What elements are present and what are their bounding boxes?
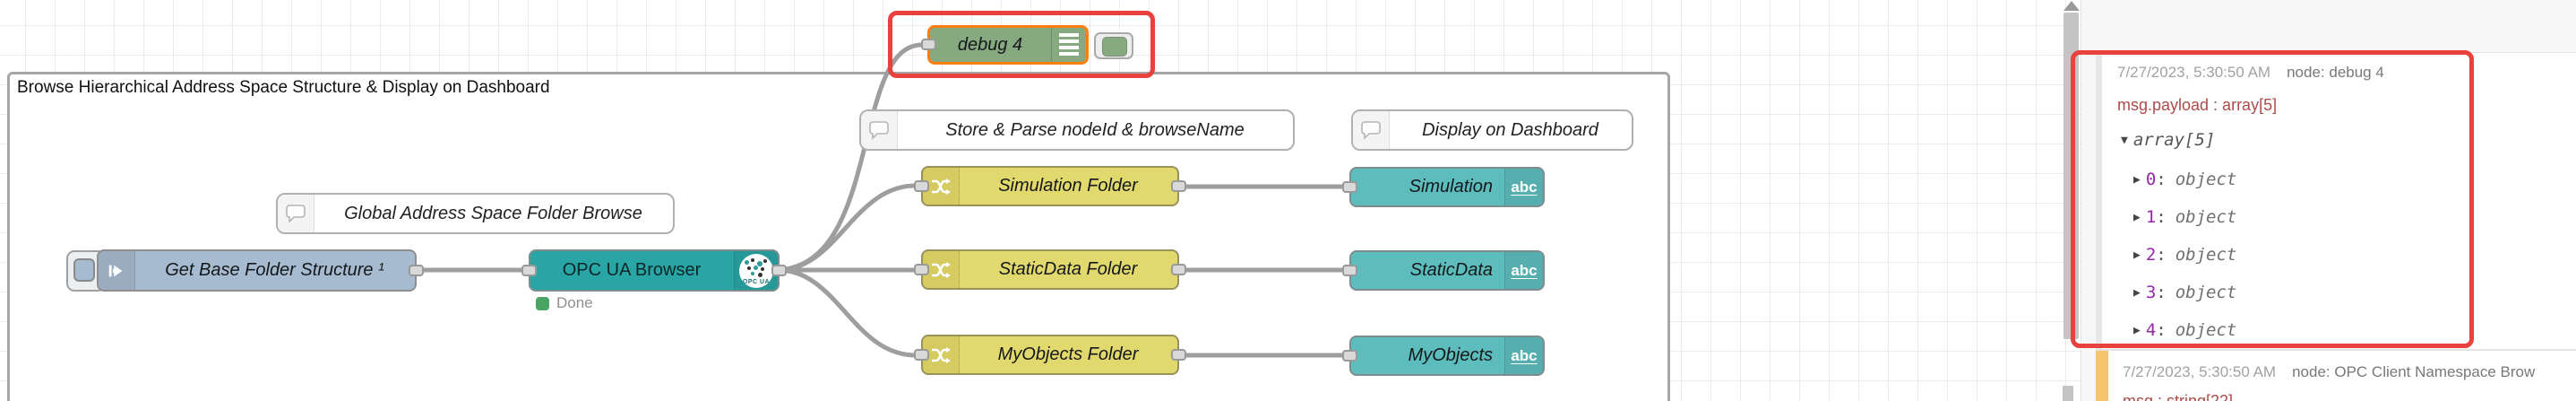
vertical-scrollbar-thumb[interactable] xyxy=(2063,13,2079,339)
tree-item-key: 4 xyxy=(2145,320,2157,340)
comment-global-address-space[interactable]: Global Address Space Folder Browse xyxy=(276,193,675,234)
tree-item-key: 0 xyxy=(2145,170,2157,189)
output-port[interactable] xyxy=(1171,348,1186,361)
scrollbar-up-arrow-icon[interactable] xyxy=(2063,1,2080,11)
expand-triangle-icon[interactable]: ▶ xyxy=(2133,173,2141,187)
comment-label: Global Address Space Folder Browse xyxy=(344,203,642,223)
status-label: Done xyxy=(556,294,593,311)
node-uitext-simulation[interactable]: Simulation abc xyxy=(1342,167,1545,207)
collapse-triangle-icon[interactable]: ▼ xyxy=(2121,134,2128,147)
node-label: debug 4 xyxy=(957,34,1023,55)
tree-item-value: object xyxy=(2175,245,2237,265)
wire-opcua-switch1 xyxy=(775,183,918,273)
tree-root-label: array[5] xyxy=(2132,130,2216,150)
tree-item-value: object xyxy=(2175,170,2237,189)
node-switch-myobjects-folder[interactable]: MyObjects Folder xyxy=(914,335,1186,375)
message-timestamp: 7/27/2023, 5:30:50 AM xyxy=(2117,64,2271,81)
expand-triangle-icon[interactable]: ▶ xyxy=(2133,324,2141,337)
input-port[interactable] xyxy=(914,263,929,275)
node-label: Simulation xyxy=(1409,177,1493,196)
tree-item-value: object xyxy=(2175,207,2237,227)
input-port[interactable] xyxy=(1342,180,1357,193)
node-inject-get-base-folder[interactable]: Get Base Folder Structure ¹ xyxy=(97,249,424,292)
output-port[interactable] xyxy=(1171,263,1186,275)
message-node-name: node: debug 4 xyxy=(2287,64,2384,81)
debug-sidebar: 7/27/2023, 5:30:50 AM node: debug 4 msg.p… xyxy=(2081,0,2576,401)
message-node-name: node: OPC Client Namespace Brow xyxy=(2292,363,2536,380)
input-port[interactable] xyxy=(921,39,936,50)
opcua-icon-text: OPC UA xyxy=(742,278,771,285)
status-dot xyxy=(536,297,549,310)
comment-bubble-icon xyxy=(1353,111,1390,149)
node-label: MyObjects Folder xyxy=(997,344,1139,364)
wire-opcua-debug xyxy=(775,42,925,273)
node-uitext-staticdata[interactable]: StaticData abc xyxy=(1342,250,1545,291)
group-label: Browse Hierarchical Address Space Struct… xyxy=(17,78,550,97)
vertical-scrollbar-bottom[interactable] xyxy=(2063,386,2073,401)
input-port[interactable] xyxy=(914,179,929,192)
expand-triangle-icon[interactable]: ▶ xyxy=(2133,248,2141,262)
inject-trigger-button-face xyxy=(73,258,95,282)
node-uitext-myobjects[interactable]: MyObjects abc xyxy=(1342,336,1545,376)
message-accent-bar xyxy=(2096,53,2102,349)
node-label: StaticData Folder xyxy=(998,259,1138,279)
input-port[interactable] xyxy=(914,348,929,361)
node-label: MyObjects xyxy=(1408,345,1493,365)
output-port[interactable] xyxy=(771,264,787,276)
tree-item-key: 1 xyxy=(2145,207,2157,227)
debug-message[interactable]: 7/27/2023, 5:30:50 AM node: debug 4 msg.p… xyxy=(2096,52,2576,350)
tree-item-value: object xyxy=(2175,283,2237,302)
tree-item: ▶1:object xyxy=(2133,207,2237,227)
node-switch-simulation-folder[interactable]: Simulation Folder xyxy=(914,166,1186,206)
debug-message[interactable]: 7/27/2023, 5:30:50 AM node: OPC Client Na… xyxy=(2096,350,2576,401)
output-port[interactable] xyxy=(1171,179,1186,192)
node-label: Get Base Folder Structure ¹ xyxy=(165,260,384,280)
message-accent-bar xyxy=(2096,351,2108,401)
abc-text-icon: abc xyxy=(1504,337,1543,374)
comment-label: Display on Dashboard xyxy=(1422,119,1598,140)
node-label: OPC UA Browser xyxy=(562,260,702,280)
expand-triangle-icon[interactable]: ▶ xyxy=(2133,286,2141,300)
comment-bubble-icon xyxy=(278,195,314,232)
tree-item-key: 2 xyxy=(2145,245,2157,265)
tree-item: ▶2:object xyxy=(2133,245,2237,265)
message-property: msg : string[22] xyxy=(2123,392,2234,401)
debug-icon xyxy=(1051,28,1086,62)
input-port[interactable] xyxy=(521,264,537,276)
wires[interactable] xyxy=(0,0,2081,401)
input-port[interactable] xyxy=(1342,264,1357,276)
message-property: msg.payload : array[5] xyxy=(2117,96,2278,114)
wire-opcua-switch3 xyxy=(775,267,918,358)
comment-store-parse[interactable]: Store & Parse nodeId & browseName xyxy=(859,109,1295,151)
node-label: StaticData xyxy=(1409,260,1493,280)
abc-text-icon: abc xyxy=(1504,169,1543,205)
inject-icon xyxy=(99,251,135,290)
debug-enable-toggle[interactable] xyxy=(1094,32,1133,59)
node-opcua-browser[interactable]: OPC UA Browser OPC UA xyxy=(521,249,787,292)
comment-bubble-icon xyxy=(861,111,898,149)
node-switch-staticdata-folder[interactable]: StaticData Folder xyxy=(914,249,1186,290)
output-port[interactable] xyxy=(409,264,424,276)
opcua-icon: OPC UA xyxy=(734,251,778,290)
tree-item-value: object xyxy=(2175,320,2237,340)
flow-canvas: Browse Hierarchical Address Space Struct… xyxy=(0,0,2081,401)
tree-item: ▶4:object xyxy=(2133,320,2237,340)
message-timestamp: 7/27/2023, 5:30:50 AM xyxy=(2123,363,2277,380)
comment-display-dashboard[interactable]: Display on Dashboard xyxy=(1351,109,1633,151)
node-label: Simulation Folder xyxy=(998,176,1138,196)
input-port[interactable] xyxy=(1342,349,1357,362)
comment-label: Store & Parse nodeId & browseName xyxy=(945,119,1245,140)
tree-item: ▶0:object xyxy=(2133,170,2237,189)
debug-toggle-face xyxy=(1102,37,1127,57)
tree-item: ▶3:object xyxy=(2133,283,2237,302)
tree-item-key: 3 xyxy=(2145,283,2157,302)
expand-triangle-icon[interactable]: ▶ xyxy=(2133,211,2141,224)
node-debug-4[interactable]: debug 4 xyxy=(921,25,1089,65)
abc-text-icon: abc xyxy=(1504,252,1543,289)
